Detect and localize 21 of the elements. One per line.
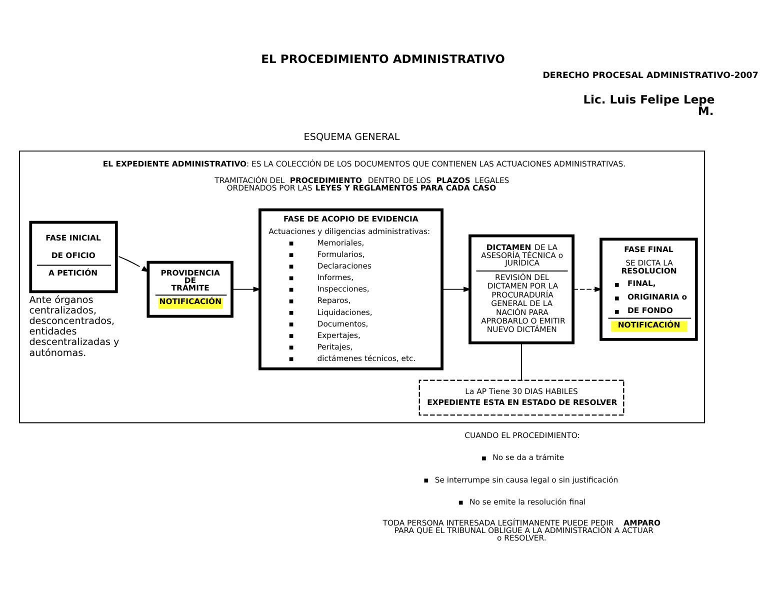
label: Se interrumpe sin causa legal o sin justificación xyxy=(434,474,618,484)
arrow xyxy=(118,256,150,272)
arrow xyxy=(442,286,472,292)
label: No se da a trámite xyxy=(492,452,564,462)
connector xyxy=(521,342,522,380)
node-box: FASE FINAL SE DICTA LA RESOLUCION FINAL, ORIGINARIA o DE FONDO NOTIFICACIÓN xyxy=(600,237,698,340)
label: CUANDO EL PROCEDIMIENTO: xyxy=(464,430,580,440)
label: No se emite la resolución final xyxy=(470,497,586,506)
node-box: FASE INICIAL DE OFICIO A PETICIÓN xyxy=(29,220,118,293)
node-box: PROVIDENCIA DE TRÁMITE NOTIFICACIÓN xyxy=(146,260,234,318)
arrow xyxy=(232,286,262,292)
label: ESQUEMA GENERAL xyxy=(304,131,400,142)
label: Lic. Luis Felipe Lepe M. xyxy=(583,92,715,118)
arrow xyxy=(572,286,602,292)
label: DERECHO PROCESAL ADMINISTRATIVO-2007 xyxy=(542,70,758,81)
diagram-title: EL PROCEDIMIENTO ADMINISTRATIVO xyxy=(261,51,505,66)
node-label: Ante órganos centralizados, desconcentrados, entidades descentralizadas y autónomas. xyxy=(29,294,120,358)
label: TODA PERSONA INTERESADA LEGÍTIMANENTE PUEDE PEDIR AMPARO PARA QUE EL TRIBUNAL OBLIGUE A LA ADMINISTRACIÓN A ACTUAR o RESOLVER. xyxy=(382,518,661,542)
node-box: FASE DE ACOPIO DE EVIDENCIA Actuaciones y diligencias administrativas: Memoriales, Formularios, Declaraciones Informes, Inspecciones, Reparos, Liquidaciones, Documentos, Expertajes, Peritajes, dictámenes técnicos, etc. xyxy=(258,208,444,370)
node-box: La AP Tiene 30 DIAS HABILES EXPEDIENTE ESTA EN ESTADO DE RESOLVER xyxy=(418,379,624,416)
node-box: DICTAMEN DE LA ASESORÍA TÉCNICA o JURÍDICA REVISIÓN DEL DICTAMEN POR LA PROCURADURÍA GENERAL DE LA NACIÓN PARA APROBARLO O EMITIR NUEVO DICTÁMEN xyxy=(468,234,575,344)
